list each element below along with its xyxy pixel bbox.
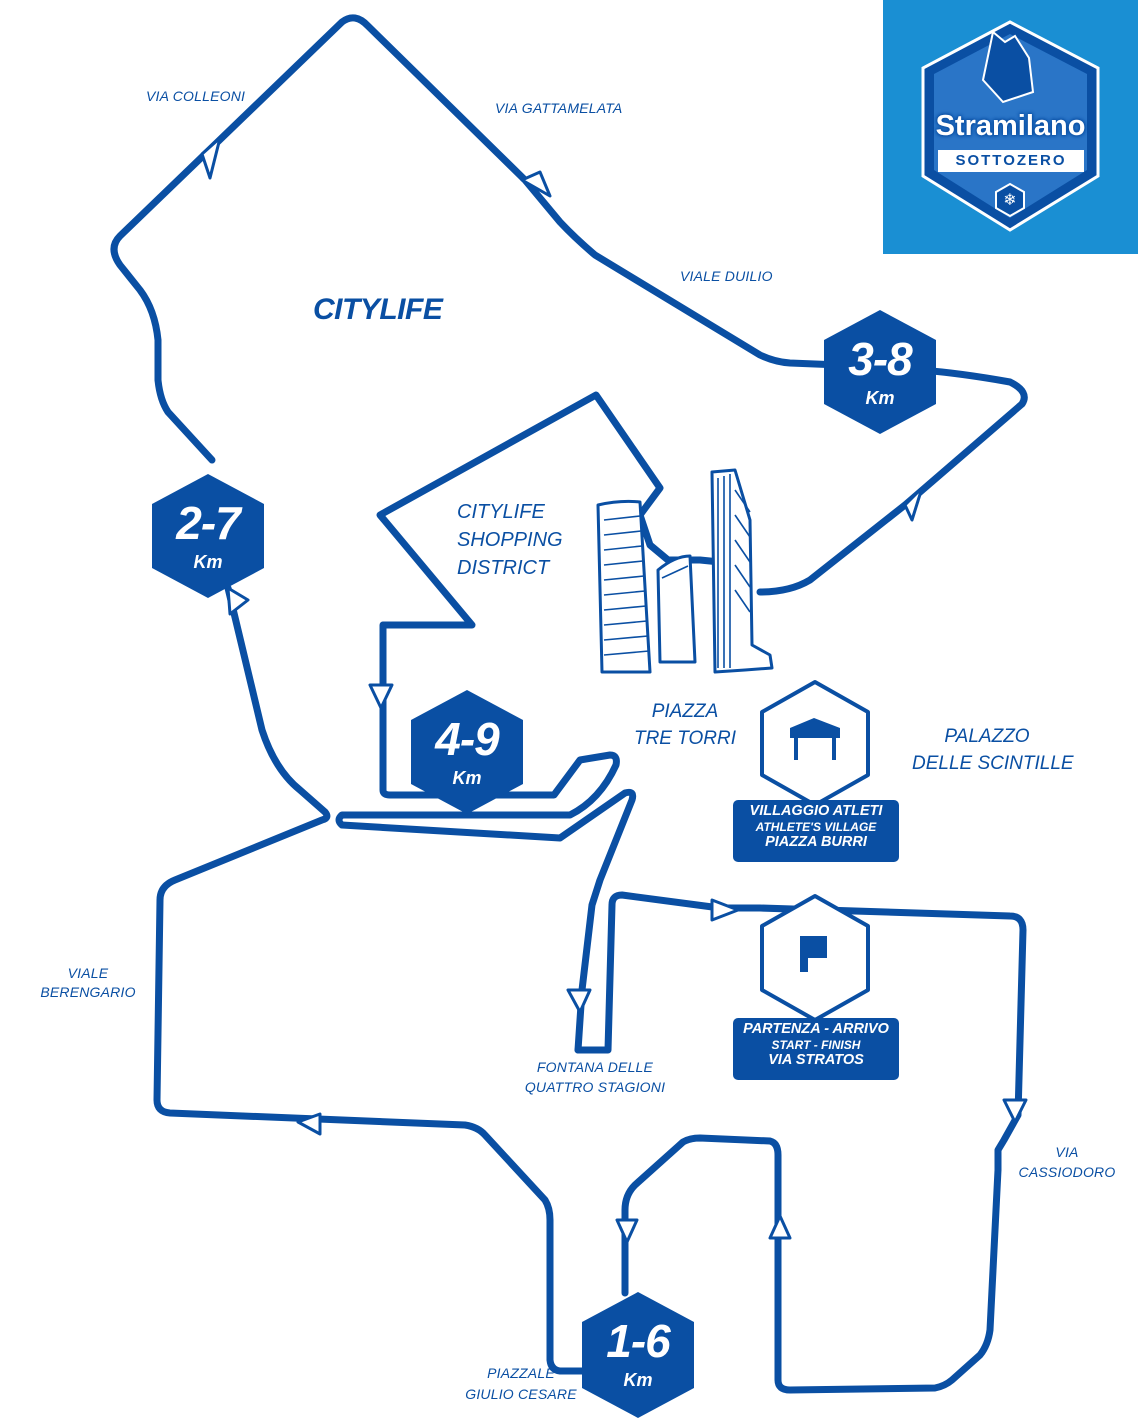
area-palazzo-delle-scintille: PALAZZO DELLE SCINTILLE [912,726,1074,774]
start-finish-subtitle: START - FINISH [771,1038,861,1052]
km-marker-hex-1-6 [582,1292,694,1418]
arrow-icon [200,136,222,180]
route-segment-central [335,391,664,1054]
flag-icon [800,936,827,972]
area-citylife: CITYLIFE [313,293,443,326]
km-marker-hex-4-9 [411,690,523,814]
km-hexagons [152,310,936,1418]
km-marker-hex-2-7 [152,474,264,598]
logo-subtitle: SOTTOZERO [938,150,1084,172]
arrow-icon [566,988,592,1014]
tent-icon [790,718,840,760]
arrow-icon [903,486,924,522]
km-marker-2-7: 2-7 Km [176,497,240,572]
arrow-icon [296,1112,322,1136]
village-subtitle: ATHLETE'S VILLAGE [755,820,877,834]
km-marker-hex-3-8 [824,310,936,434]
route-segment-north-loop [110,14,1028,596]
route-segment-west [153,584,594,1375]
km-marker-1-6: 1-6 Km [606,1315,670,1390]
route-segment-south-loop [574,891,1027,1394]
area-citylife-shopping-district: CITYLIFE SHOPPING DISTRICT [457,501,563,579]
arrow-icon [520,170,552,198]
glove-icon [981,30,1035,104]
start-finish-location: VIA STRATOS [768,1052,864,1068]
citylife-towers-illustration [596,468,774,674]
village-location: PIAZZA BURRI [765,834,867,850]
snowflake-icon [995,182,1025,218]
village-title: VILLAGGIO ATLETI [749,803,883,819]
village-hexagon [760,680,870,807]
event-logo: ❄ Stramilano SOTTOZERO [883,0,1138,254]
street-viale-duilio: VIALE DUILIO [680,268,773,284]
start-finish-hexagon [760,894,870,1022]
street-via-cassiodoro: VIA CASSIODORO [1018,1144,1116,1180]
area-piazza-tre-torri: PIAZZA TRE TORRI [633,701,737,749]
arrow-icon [226,586,250,616]
route-segment-towers [636,511,724,566]
label-piazzale-giulio-cesare: PIAZZALE GIULIO CESARE [465,1365,577,1402]
arrow-icon [710,898,740,922]
start-finish-info-box: PARTENZA - ARRIVO START - FINISH VIA STR… [733,1018,899,1080]
start-finish-title: PARTENZA - ARRIVO [743,1021,889,1037]
arrow-icon [615,1218,639,1244]
km-marker-4-9: 4-9 Km [435,713,499,788]
logo-brand: Stramilano [935,110,1086,142]
village-info-box: VILLAGGIO ATLETI ATHLETE'S VILLAGE PIAZZ… [733,800,899,862]
logo-badge: ❄ [921,20,1100,232]
street-via-colleoni: VIA COLLEONI [146,88,246,104]
arrow-icon [368,683,394,710]
svg-text:❄: ❄ [1003,190,1016,209]
arrow-icon [768,1214,792,1240]
label-fontana-quattro-stagioni: FONTANA DELLE QUATTRO STAGIONI [524,1059,666,1095]
arrow-icon [1002,1098,1028,1124]
km-marker-3-8: 3-8 Km [848,333,912,408]
street-viale-berengario: VIALE BERENGARIO [40,965,136,1000]
street-via-gattamelata: VIA GATTAMELATA [495,100,623,116]
direction-arrows [200,136,1028,1244]
